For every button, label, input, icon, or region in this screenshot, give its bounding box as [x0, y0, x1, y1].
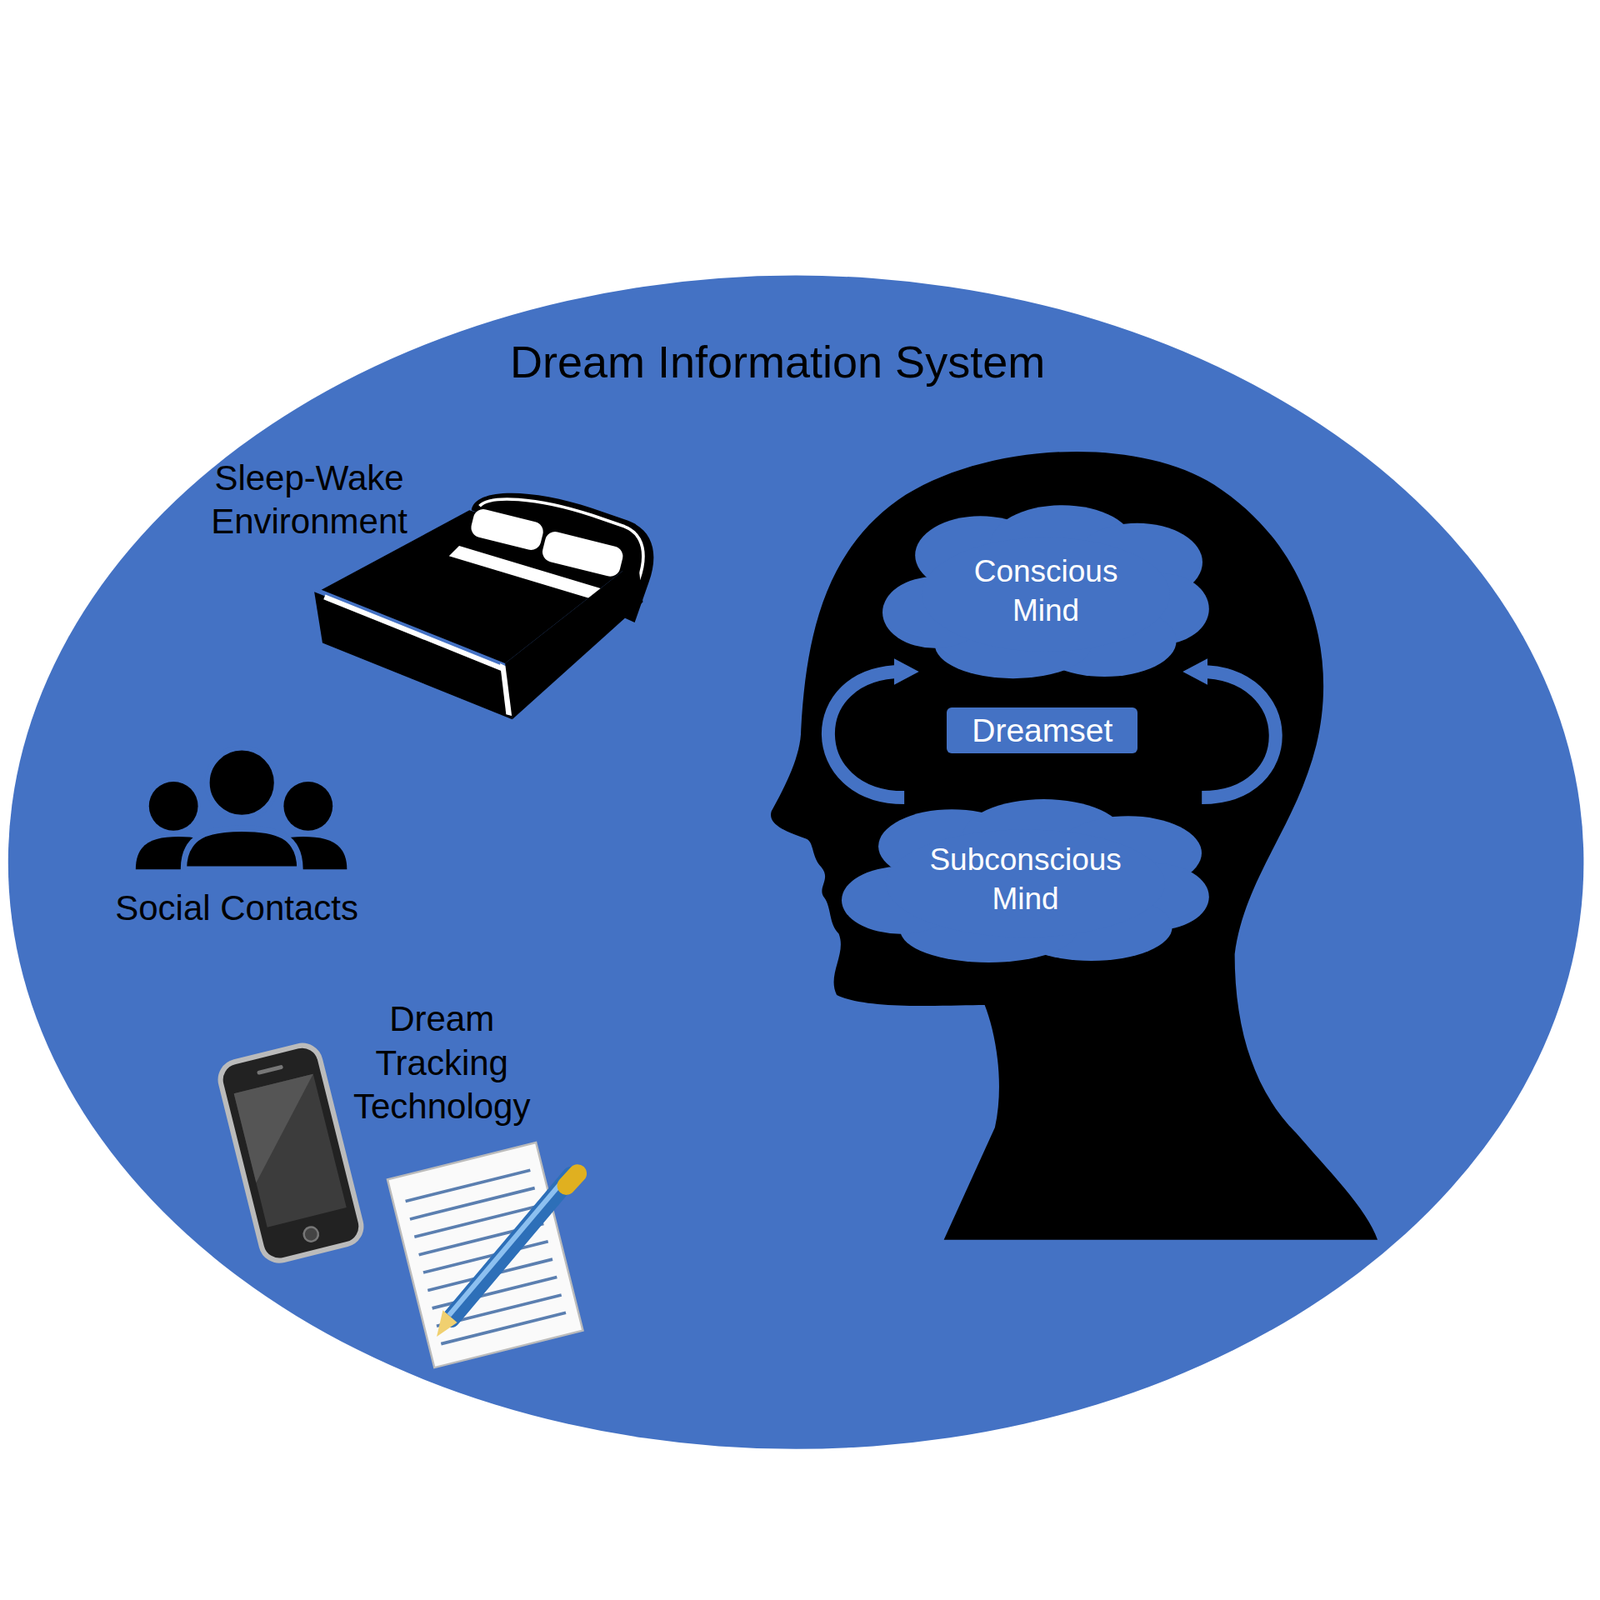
- people-icon: [135, 748, 347, 870]
- ruled-line: [432, 1277, 558, 1309]
- icon-label: Dream Tracking Technology: [329, 997, 555, 1130]
- node-text: Subconscious Mind: [896, 840, 1155, 920]
- pen-icon: [436, 1173, 578, 1337]
- cloud-shape: [841, 795, 1210, 965]
- node-text: Conscious Mind: [945, 552, 1148, 631]
- dreamset-box: Dreamset: [946, 707, 1138, 755]
- icon-label: Social Contacts: [115, 886, 359, 931]
- phone-icon: [216, 1041, 365, 1265]
- cloud-node: Subconscious Mind: [841, 795, 1210, 965]
- cycle-arrow: [1199, 671, 1275, 798]
- cloud-node: Conscious Mind: [882, 501, 1210, 680]
- icon-label: Sleep-Wake Environment: [184, 456, 435, 545]
- notepad-icon: [387, 1142, 584, 1368]
- ruled-line: [410, 1188, 535, 1220]
- diagram-title: Dream Information System: [510, 334, 1045, 391]
- node-text: Dreamset: [971, 710, 1113, 752]
- ruled-line: [405, 1170, 531, 1201]
- cloud-shape: [882, 501, 1210, 680]
- cycle-arrow: [828, 671, 905, 798]
- head-silhouette: [770, 451, 1378, 1240]
- system-ellipse: [8, 275, 1585, 1450]
